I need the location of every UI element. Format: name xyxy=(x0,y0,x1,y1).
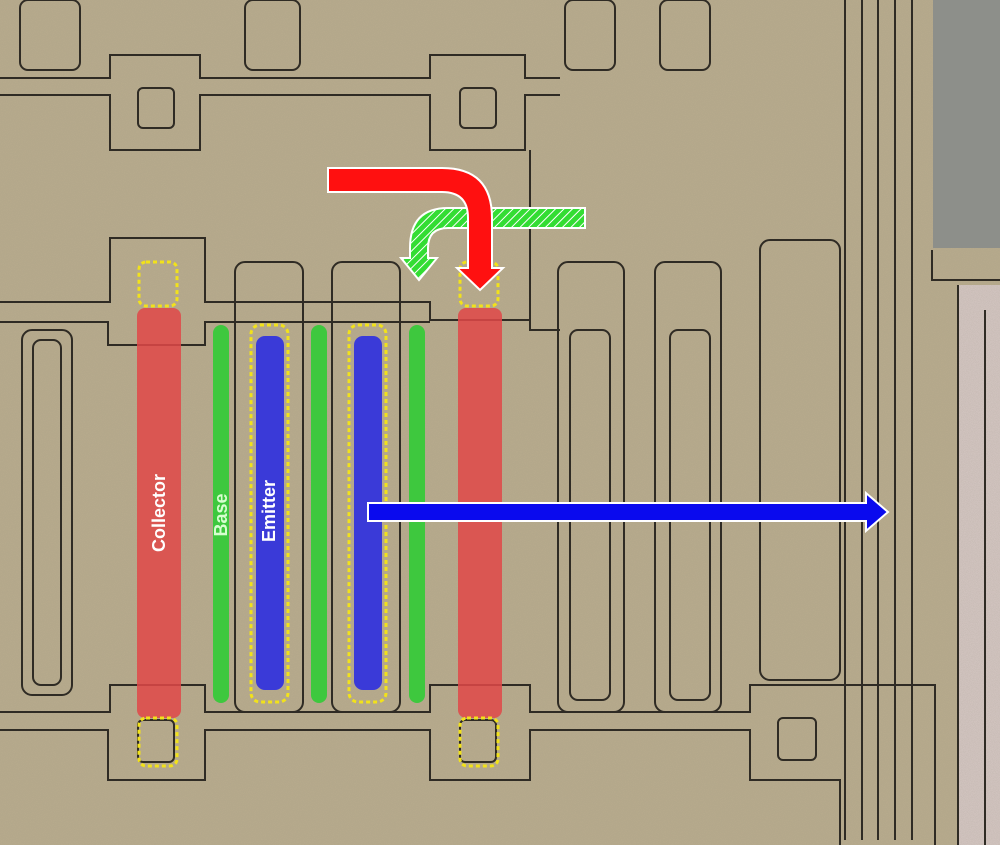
base-label: Base xyxy=(211,493,231,537)
collector-strip-left xyxy=(137,308,181,718)
emitter-current-arrow xyxy=(367,490,890,534)
emitter-strip-left xyxy=(256,336,284,690)
emitter-label: Emitter xyxy=(259,480,279,543)
right-dark-block xyxy=(933,0,1000,248)
right-metal-region xyxy=(958,285,1000,845)
collector-label: Collector xyxy=(149,474,169,553)
base-current-arrow xyxy=(398,207,586,282)
base-strip-2 xyxy=(311,325,327,703)
collector-current-arrow xyxy=(327,167,506,292)
contact-outlines xyxy=(137,260,500,768)
base-strip-1 xyxy=(213,325,229,703)
